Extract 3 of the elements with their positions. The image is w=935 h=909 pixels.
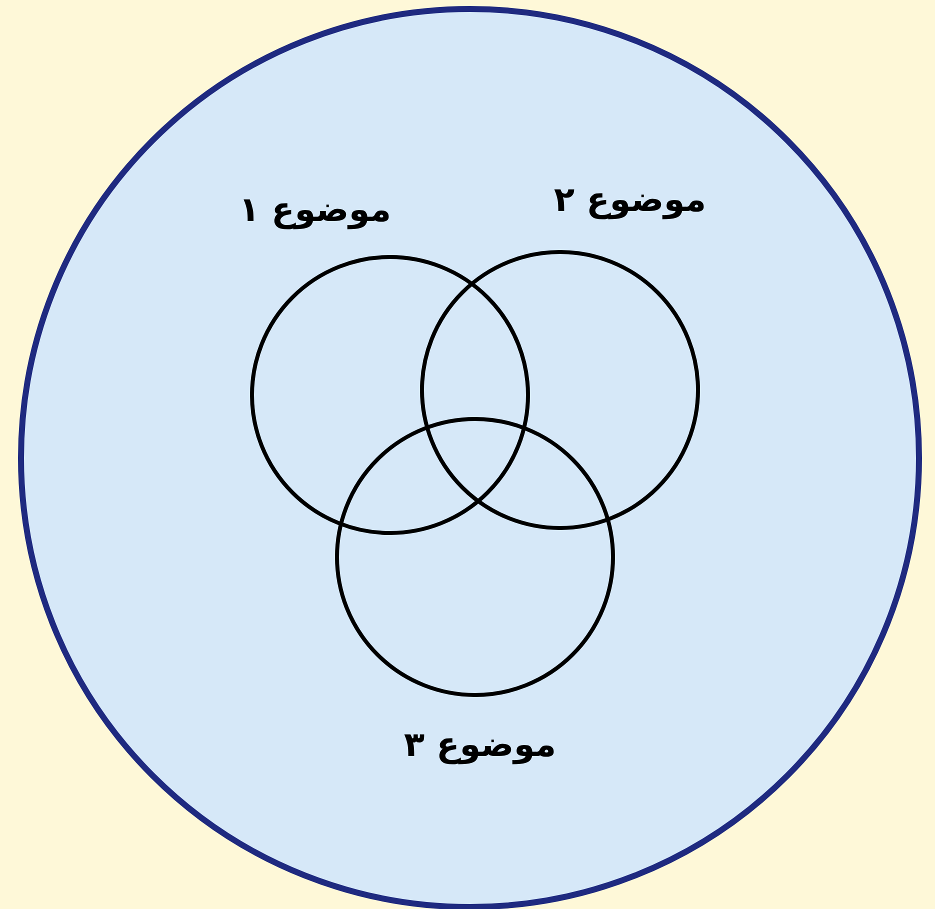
circle-label: موضوع ۲ [554, 180, 706, 220]
circle-label: موضوع ۳ [404, 725, 556, 765]
circle-label: موضوع ۱ [238, 190, 392, 230]
